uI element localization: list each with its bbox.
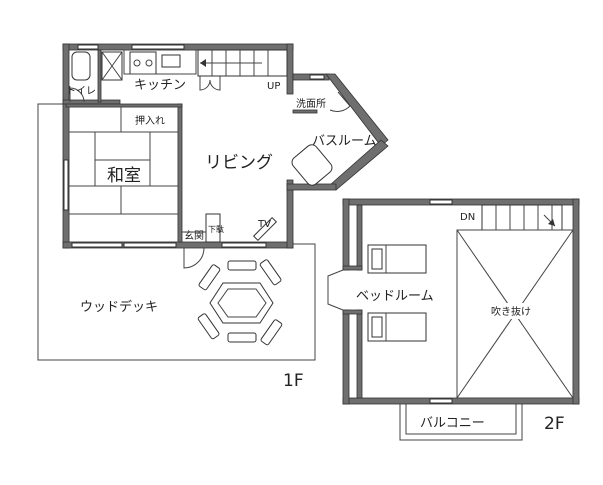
wall2-right xyxy=(572,198,580,405)
label-getabako: 下駄 xyxy=(208,224,224,234)
label-up: UP xyxy=(267,81,280,92)
wall-toilet-right xyxy=(97,49,102,103)
wall-right-upper xyxy=(286,43,294,95)
label-bedroom: ベッドルーム xyxy=(356,289,434,304)
window2-bottom xyxy=(429,398,453,404)
first-floor: トイレ キッチン UP 洗面所 バスルーム 押入れ 和室 リビング 玄関 下駄 … xyxy=(37,43,389,391)
kitchen-sink xyxy=(161,54,181,68)
wood-deck-outline xyxy=(37,103,316,361)
label-washitsu: 和室 xyxy=(107,166,141,186)
stairs-2f xyxy=(481,204,563,231)
label-tv: TV xyxy=(257,219,271,230)
window-left xyxy=(63,159,69,211)
window-bottom-2 xyxy=(123,242,177,248)
bed-2 xyxy=(367,312,427,342)
window-top-1 xyxy=(77,44,99,50)
bath-door xyxy=(329,91,351,112)
wall2-top xyxy=(342,198,580,206)
void-label-bg xyxy=(488,303,542,319)
bath-window xyxy=(309,74,325,80)
balcony-outline xyxy=(399,404,523,441)
label-fukinuke: 吹き抜け xyxy=(491,305,531,318)
toilet-door xyxy=(69,87,85,103)
window-bottom-3 xyxy=(221,242,267,248)
window2-top xyxy=(429,199,453,205)
tatami xyxy=(68,106,179,243)
wall2-left-inner-lower xyxy=(356,309,363,399)
wall-kitchen-bottom xyxy=(62,99,121,105)
label-2f: 2F xyxy=(544,414,565,434)
toilet-bowl xyxy=(71,51,91,81)
label-1f: 1F xyxy=(283,371,304,391)
bedroom-door xyxy=(327,269,344,311)
getabako xyxy=(205,213,221,243)
entrance-door xyxy=(183,247,205,269)
wall2-left-inner-upper xyxy=(356,204,363,271)
label-balcony: バルコニー xyxy=(420,416,485,431)
window-top-2 xyxy=(131,44,185,50)
wall-right-lower xyxy=(286,179,294,249)
bathtub xyxy=(291,144,333,186)
second-floor: DN ベッドルーム 吹き抜け バルコニー 2F xyxy=(327,198,580,441)
void-area xyxy=(456,229,574,399)
wall-washitsu-right xyxy=(177,103,183,243)
label-kitchen: キッチン xyxy=(134,78,186,93)
wall-left xyxy=(62,43,70,249)
stairs-1f xyxy=(197,49,288,77)
bath-wall-2 xyxy=(325,73,389,147)
label-living: リビング xyxy=(205,153,273,173)
label-senmenjo: 洗面所 xyxy=(296,98,326,110)
label-dn: DN xyxy=(460,212,475,223)
label-genkan: 玄関 xyxy=(184,229,204,242)
deck-table xyxy=(197,259,283,346)
wall2-bottom xyxy=(342,397,580,405)
label-toilet: トイレ xyxy=(66,86,96,97)
wall2-left-lower xyxy=(342,309,350,405)
kitchen-counter xyxy=(123,49,197,75)
window-bottom-1 xyxy=(71,242,123,248)
kitchen-door xyxy=(199,76,221,91)
tv-stand xyxy=(252,216,278,242)
wall-senmen-bottom xyxy=(292,109,318,114)
label-bathroom: バスルーム xyxy=(312,134,377,149)
label-wooddeck: ウッドデッキ xyxy=(80,299,158,315)
label-oshiire: 押入れ xyxy=(135,114,165,127)
bed-1 xyxy=(367,244,427,274)
wall2-left-upper xyxy=(342,198,350,271)
